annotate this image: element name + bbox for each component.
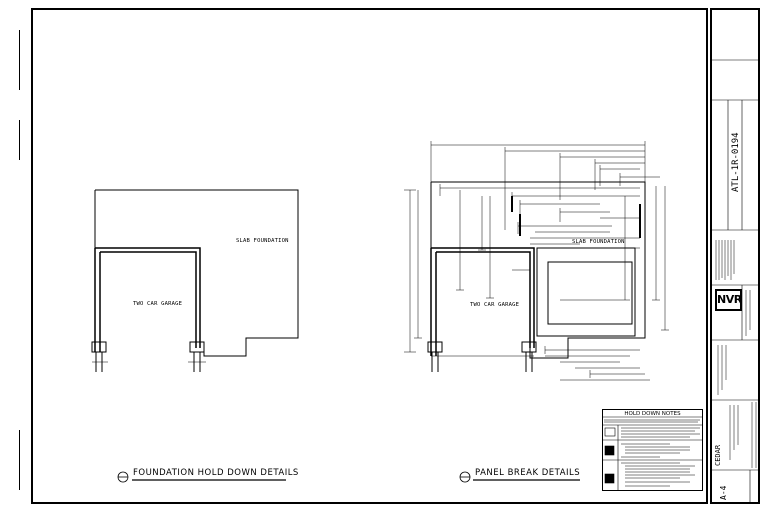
nvr-logo: NVR xyxy=(715,289,742,311)
hold-down-notes-title: HOLD DOWN NOTES xyxy=(624,411,681,417)
garage-label: TWO CAR GARAGE xyxy=(133,301,183,307)
foundation-outline xyxy=(95,189,299,357)
garage-label: TWO CAR GARAGE xyxy=(470,302,520,308)
sheet-number: A-4 xyxy=(719,485,728,500)
drawing-sheet-border xyxy=(31,8,708,504)
panel-outline xyxy=(431,181,646,359)
title-block xyxy=(710,8,760,504)
foundation-caption: FOUNDATION HOLD DOWN DETAILS xyxy=(133,468,299,478)
plan-name: CEDAR xyxy=(714,444,722,466)
job-number: ATL-1R-0194 xyxy=(731,132,741,192)
margin-mark xyxy=(19,120,20,160)
slab-foundation-label: SLAB FOUNDATION xyxy=(236,238,289,244)
slab-foundation-label: SLAB FOUNDATION xyxy=(572,239,625,245)
margin-mark xyxy=(19,30,20,90)
panel-break-caption: PANEL BREAK DETAILS xyxy=(475,468,581,478)
margin-mark xyxy=(19,430,20,490)
hold-down-notes-box: HOLD DOWN NOTES xyxy=(602,409,703,491)
